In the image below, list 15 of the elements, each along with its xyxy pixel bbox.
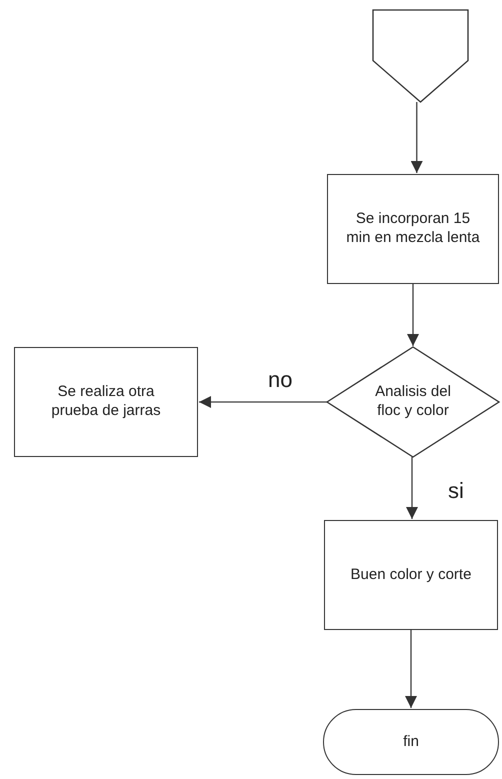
process-box	[14, 347, 198, 457]
node-text: Buen color y corte	[350, 566, 472, 584]
arrow	[199, 396, 327, 408]
node-text: Se incorporan 15 min en mezcla lenta	[345, 210, 481, 248]
off-page-connector	[373, 10, 468, 102]
node-text: Analisis del floc y color	[374, 383, 452, 421]
process-box	[324, 520, 498, 630]
arrow	[406, 457, 418, 519]
arrow	[407, 284, 419, 346]
arrow	[410, 102, 423, 173]
process-box	[327, 174, 499, 284]
node-text: fin	[402, 732, 420, 752]
node-text: Se realiza otra prueba de jarras	[50, 383, 162, 421]
arrow	[405, 630, 417, 708]
decision-diamond	[327, 347, 499, 457]
